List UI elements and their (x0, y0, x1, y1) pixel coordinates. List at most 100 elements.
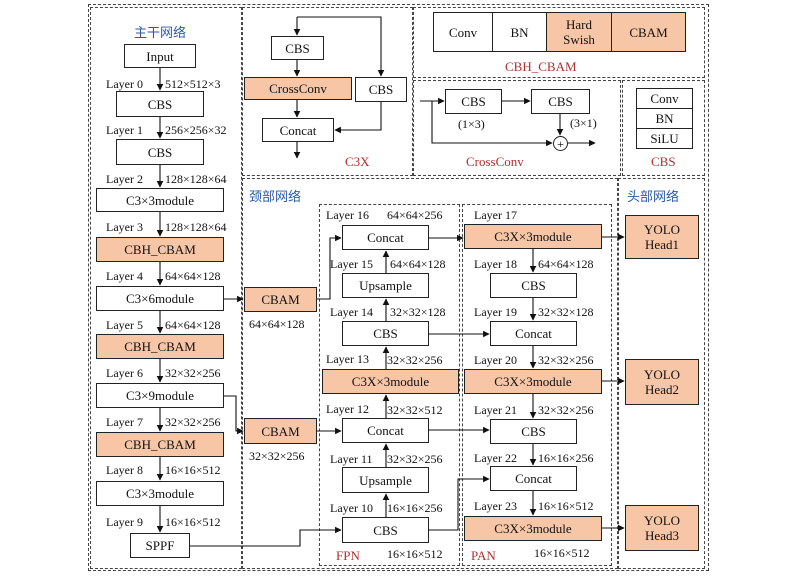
backbone-layer-label: Layer 8 (106, 463, 143, 477)
fpn-layer-label: Layer 16 (326, 208, 369, 222)
fpn-block: C3X×3module (322, 369, 459, 394)
pan-block: C3X×3module (464, 516, 602, 541)
backbone-block: SPPF (130, 533, 190, 558)
backbone-dims-label: 64×64×128 (165, 318, 221, 332)
yolo-head-3: YOLO Head3 (625, 505, 699, 551)
backbone-block: CBS (116, 91, 204, 117)
fpn-layer-label: Layer 14 (330, 305, 373, 319)
backbone-dims-label: 16×16×512 (165, 515, 221, 529)
backbone-dims-label: 512×512×3 (165, 77, 221, 91)
neck-cbam-block: CBAM (244, 287, 317, 312)
fpn-bottom-dims: 16×16×512 (387, 547, 443, 561)
pan-layer-label: Layer 23 (474, 499, 517, 513)
crossconv-cbs-2: CBS (531, 89, 590, 114)
pan-dims-label: 64×64×128 (538, 257, 594, 271)
backbone-block: CBS (116, 139, 204, 165)
cbs-panel (622, 80, 705, 176)
yolo-head-2: YOLO Head2 (625, 359, 699, 405)
fpn-dims-label: 32×32×256 (387, 452, 443, 466)
backbone-block: CBH_CBAM (96, 237, 224, 262)
cbs-silu: SiLU (636, 128, 693, 149)
c3x-cbs-top: CBS (271, 36, 324, 60)
pan-layer-label: Layer 19 (474, 305, 517, 319)
crossconv-kernel-1: (1×3) (458, 117, 485, 131)
backbone-block: C3×3module (96, 481, 224, 506)
c3x-crossconv: CrossConv (244, 77, 352, 100)
backbone-dims-label: 128×128×64 (165, 220, 227, 234)
backbone-block: C3×6module (96, 286, 224, 311)
fpn-block: Upsample (342, 467, 429, 493)
cbh-cbam-panel (413, 7, 705, 78)
fpn-block: Upsample (342, 273, 429, 298)
pan-layer-label: Layer 18 (474, 257, 517, 271)
pan-block: Concat (490, 321, 577, 346)
backbone-block: CBH_CBAM (96, 334, 224, 359)
backbone-layer-label: Layer 3 (106, 220, 143, 234)
cbh-bn: BN (492, 12, 547, 52)
outer-frame (88, 4, 709, 571)
yolo-head-1: YOLO Head1 (625, 215, 699, 259)
backbone-dims-label: 64×64×128 (165, 269, 221, 283)
crossconv-panel (413, 80, 621, 176)
fpn-block: Concat (342, 418, 429, 443)
cbs-bn: BN (636, 108, 693, 129)
pan-dims-label: 32×32×256 (538, 353, 594, 367)
fpn-dims-label: 32×32×128 (390, 305, 446, 319)
pan-dims-label: 16×16×512 (538, 499, 594, 513)
c3x-concat: Concat (262, 118, 334, 142)
crossconv-kernel-2: (3×1) (570, 116, 597, 130)
pan-layer-label: Layer 17 (474, 208, 517, 222)
neck-cbam-dims: 32×32×256 (249, 449, 305, 463)
backbone-layer-label: Layer 0 (106, 77, 143, 91)
backbone-layer-label: Layer 7 (106, 415, 143, 429)
fpn-layer-label: Layer 13 (326, 352, 369, 366)
pan-bottom-dims: 16×16×512 (534, 546, 590, 560)
backbone-block: CBH_CBAM (96, 432, 224, 457)
pan-panel (462, 204, 612, 566)
plus-icon: + (557, 136, 564, 151)
pan-layer-label: Layer 22 (474, 451, 517, 465)
cbs-title: CBS (651, 154, 676, 169)
fpn-layer-label: Layer 15 (330, 257, 373, 271)
backbone-layer-label: Layer 4 (106, 269, 143, 283)
c3x-panel (242, 7, 413, 176)
fpn-dims-label: 32×32×512 (387, 403, 443, 417)
pan-block: CBS (490, 419, 577, 444)
backbone-panel (90, 7, 242, 569)
input-box: Input (124, 44, 196, 68)
pan-title: PAN (471, 548, 496, 563)
fpn-block: CBS (342, 321, 429, 346)
fpn-block: Concat (342, 225, 429, 250)
fpn-dims-label: 64×64×256 (387, 208, 443, 222)
pan-dims-label: 32×32×128 (538, 305, 594, 319)
backbone-block: C3×9module (96, 383, 224, 408)
c3x-title: C3X (345, 154, 370, 169)
neck-title: 颈部网络 (249, 190, 302, 205)
crossconv-add-node: + (553, 136, 568, 151)
pan-layer-label: Layer 21 (474, 403, 517, 417)
fpn-layer-label: Layer 12 (326, 402, 369, 416)
fpn-layer-label: Layer 11 (330, 452, 373, 466)
pan-block: C3X×3module (464, 224, 602, 249)
fpn-layer-label: Layer 10 (330, 501, 373, 515)
backbone-layer-label: Layer 6 (106, 366, 143, 380)
crossconv-title: CrossConv (466, 154, 524, 169)
fpn-title: FPN (336, 548, 360, 563)
neck-panel (242, 178, 618, 569)
pan-dims-label: 32×32×256 (538, 403, 594, 417)
cbh-cbam-title: CBH_CBAM (505, 59, 577, 74)
head-panel (618, 178, 705, 569)
crossconv-cbs-1: CBS (445, 89, 502, 114)
cbs-conv: Conv (636, 88, 693, 109)
backbone-layer-label: Layer 9 (106, 515, 143, 529)
head-title: 头部网络 (627, 190, 680, 205)
neck-cbam-block: CBAM (244, 418, 317, 444)
c3x-cbs-right: CBS (355, 77, 407, 102)
cbh-cbam: CBAM (611, 12, 686, 52)
pan-dims-label: 16×16×256 (538, 451, 594, 465)
cbh-conv: Conv (433, 12, 493, 52)
neck-cbam-dims: 64×64×128 (249, 317, 305, 331)
pan-layer-label: Layer 20 (474, 353, 517, 367)
backbone-dims-label: 128×128×64 (165, 172, 227, 186)
